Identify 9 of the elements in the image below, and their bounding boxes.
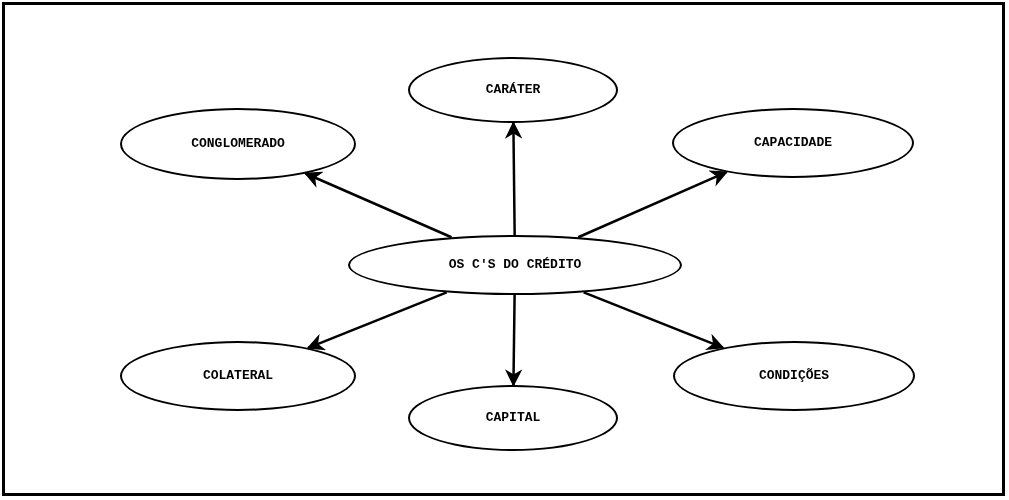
- node-label: CAPITAL: [485, 409, 541, 427]
- node-label: CONGLOMERADO: [191, 135, 285, 153]
- node-label: CARÁTER: [485, 81, 541, 99]
- arrow: [504, 121, 523, 235]
- node-label: OS C'S DO CRÉDITO: [448, 256, 582, 274]
- node-label: COLATERAL: [202, 367, 274, 385]
- node-label: CAPACIDADE: [754, 134, 832, 152]
- arrow: [504, 295, 523, 387]
- node-label: CONDIÇÕES: [758, 367, 830, 385]
